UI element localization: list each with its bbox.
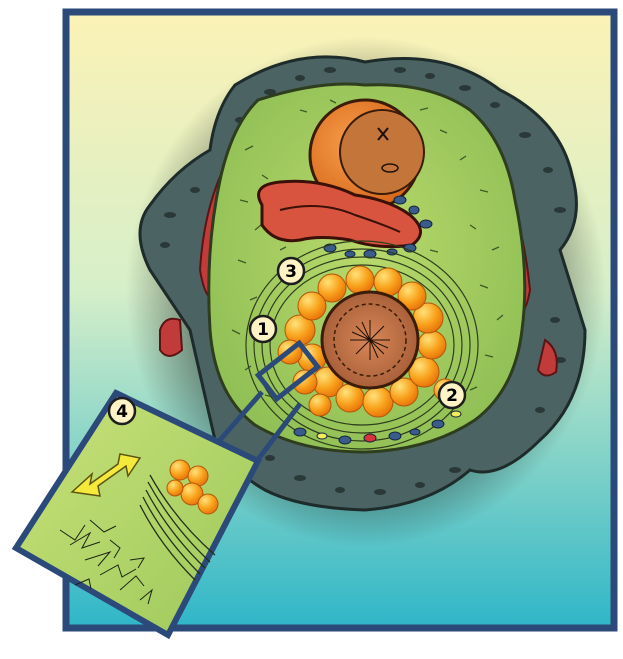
svg-text:2: 2 — [446, 386, 458, 406]
svg-text:3: 3 — [285, 262, 297, 282]
gland-rays — [350, 320, 390, 360]
marker-1: 1 — [250, 316, 276, 342]
marker-2: 2 — [439, 382, 465, 408]
muscle-stub-left — [160, 319, 182, 356]
upper-organ-core — [340, 110, 424, 194]
marker-4: 4 — [109, 398, 135, 424]
svg-text:4: 4 — [116, 402, 128, 422]
svg-text:1: 1 — [257, 320, 269, 340]
marker-3: 3 — [278, 258, 304, 284]
